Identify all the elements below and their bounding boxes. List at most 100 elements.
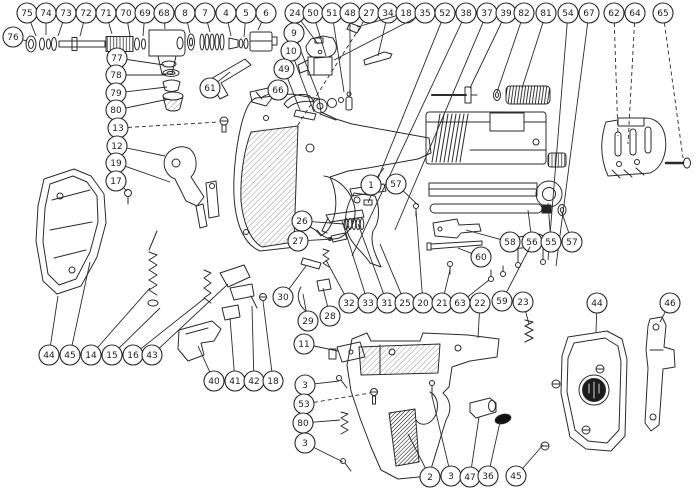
callout-13: 13 — [107, 117, 220, 139]
floorplate-assembly — [177, 304, 241, 362]
callout-11: 11 — [293, 333, 339, 355]
svg-text:5: 5 — [243, 9, 249, 19]
svg-text:30: 30 — [277, 293, 289, 303]
callout-71: 71 — [95, 2, 117, 35]
callout-30: 30 — [272, 265, 307, 308]
svg-text:29: 29 — [302, 317, 314, 327]
callout-46: 46 — [659, 292, 681, 323]
callout-68: 68 — [153, 2, 175, 30]
svg-text:56: 56 — [526, 238, 538, 248]
callout-20: 20 — [412, 209, 434, 314]
svg-text:7: 7 — [202, 9, 208, 19]
callout-26: 26 — [291, 210, 345, 232]
allen-wrench — [208, 58, 252, 100]
svg-text:9: 9 — [291, 29, 297, 39]
callout-82: 82 — [496, 2, 535, 93]
spring-and-plunger — [328, 218, 365, 243]
svg-text:42: 42 — [248, 377, 259, 387]
frame-receiver — [233, 93, 432, 252]
hammer-spring — [147, 230, 159, 307]
callout-64: 64 — [624, 2, 646, 145]
svg-text:68: 68 — [158, 9, 170, 19]
callout-52: 52 — [367, 2, 456, 204]
callout-61: 61 — [199, 71, 231, 99]
svg-text:12: 12 — [111, 142, 122, 152]
callout-74: 74 — [35, 2, 57, 35]
svg-text:19: 19 — [110, 159, 122, 169]
svg-text:26: 26 — [296, 217, 308, 227]
svg-text:33: 33 — [362, 299, 373, 309]
grip-medallion — [578, 374, 610, 406]
svg-text:2: 2 — [427, 473, 433, 483]
svg-text:11: 11 — [298, 340, 309, 350]
callout-66: 66 — [261, 79, 289, 101]
callout-48: 48 — [339, 2, 361, 96]
svg-text:23: 23 — [517, 298, 528, 308]
callout-22: 22 — [469, 292, 491, 339]
magazine-catch-parts — [219, 264, 267, 309]
callout-4: 4 — [215, 2, 237, 37]
svg-text:70: 70 — [120, 9, 132, 19]
callout-5: 5 — [235, 2, 257, 38]
svg-text:37: 37 — [481, 9, 492, 19]
callout-27: 27 — [287, 230, 335, 252]
callout-80: 80 — [105, 98, 170, 121]
svg-text:50: 50 — [307, 9, 319, 19]
svg-text:35: 35 — [419, 9, 430, 19]
svg-text:44: 44 — [591, 299, 603, 309]
callout-3: 3 — [431, 395, 462, 487]
callout-58: 58 — [465, 229, 521, 253]
svg-text:81: 81 — [540, 9, 551, 19]
svg-text:17: 17 — [110, 177, 121, 187]
callout-37: 37 — [394, 2, 498, 231]
callout-10: 10 — [280, 40, 315, 113]
svg-text:60: 60 — [475, 253, 487, 263]
svg-text:58: 58 — [504, 238, 516, 248]
callout-78: 78 — [105, 64, 166, 86]
svg-text:4: 4 — [223, 9, 229, 19]
callout-45: 45 — [59, 261, 91, 366]
callout-80: 80 — [292, 412, 341, 434]
svg-text:25: 25 — [399, 299, 410, 309]
svg-text:41: 41 — [229, 377, 240, 387]
svg-text:62: 62 — [608, 9, 619, 19]
slide — [425, 111, 567, 168]
svg-text:52: 52 — [439, 9, 450, 19]
callout-33: 33 — [341, 220, 379, 314]
extractor — [363, 51, 393, 66]
callout-81: 81 — [521, 2, 557, 89]
callout-28: 28 — [319, 287, 341, 327]
svg-text:45: 45 — [64, 351, 75, 361]
svg-text:24: 24 — [289, 9, 301, 19]
svg-text:64: 64 — [629, 9, 641, 19]
svg-text:16: 16 — [127, 351, 139, 361]
svg-text:47: 47 — [464, 473, 475, 483]
callout-21: 21 — [431, 269, 453, 314]
svg-text:71: 71 — [100, 9, 111, 19]
svg-text:80: 80 — [297, 419, 309, 429]
assorted-pins-screws — [336, 319, 561, 472]
callout-42: 42 — [243, 305, 265, 392]
callout-41: 41 — [224, 317, 246, 392]
callout-3: 3 — [294, 374, 340, 396]
right-grip-panel — [560, 330, 628, 452]
callout-34: 34 — [377, 2, 399, 57]
svg-text:61: 61 — [204, 84, 215, 94]
svg-text:49: 49 — [278, 65, 290, 75]
svg-text:51: 51 — [326, 9, 337, 19]
left-grip-panel — [35, 168, 107, 295]
svg-text:79: 79 — [110, 89, 122, 99]
small-pin-18 — [346, 22, 362, 34]
svg-text:63: 63 — [454, 299, 465, 309]
svg-text:21: 21 — [436, 299, 447, 309]
svg-text:6: 6 — [263, 9, 269, 19]
callout-18: 18 — [356, 2, 417, 28]
svg-text:65: 65 — [657, 9, 668, 19]
svg-text:14: 14 — [85, 351, 97, 361]
callout-57: 57 — [385, 173, 419, 206]
callout-62: 62 — [603, 2, 625, 137]
callout-65: 65 — [652, 2, 684, 159]
connector-rod — [426, 240, 483, 251]
svg-text:27: 27 — [363, 9, 374, 19]
